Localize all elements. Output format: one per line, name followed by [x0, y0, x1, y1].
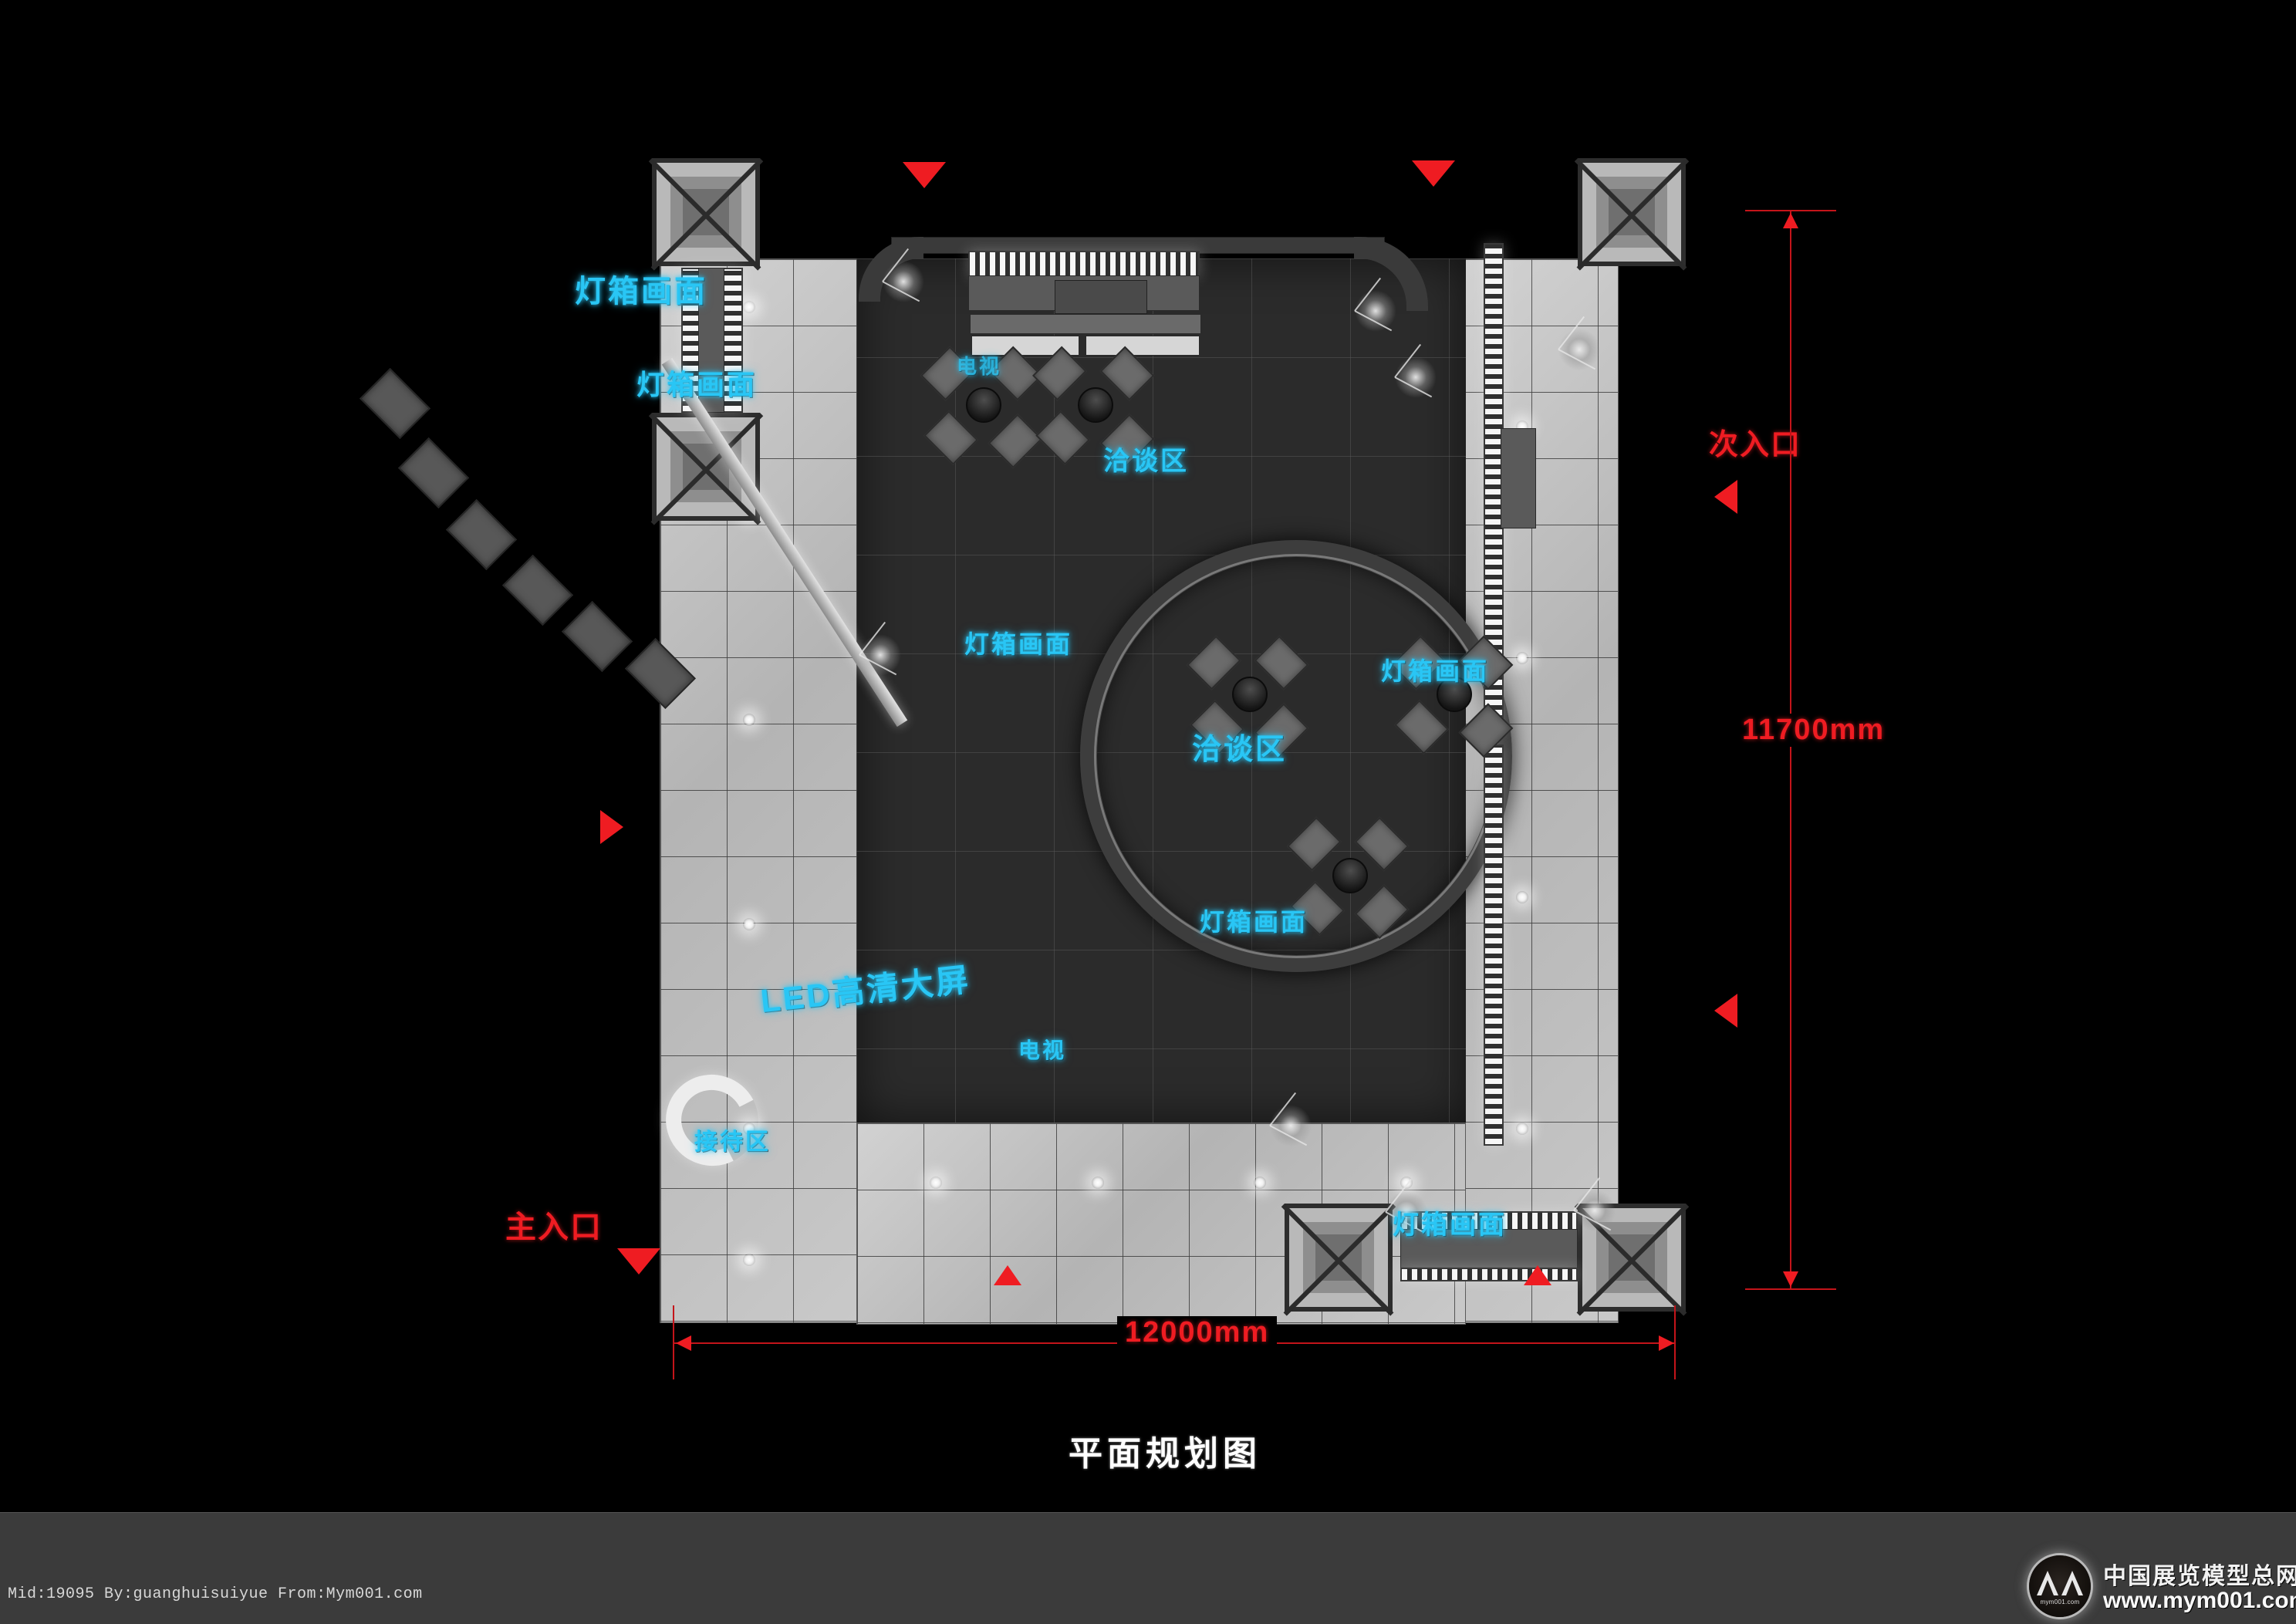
- label-lightbox-midright: 灯箱画面: [1381, 657, 1490, 685]
- pyramid-tower-bottom-right: [1578, 1204, 1686, 1312]
- pyramid-tower-top-left: [652, 158, 760, 266]
- led-screen-segment: [360, 368, 430, 439]
- ceiling-spot: [743, 714, 755, 726]
- coffee-table-top: [1055, 280, 1147, 314]
- direction-marker-right-lower: [1714, 994, 1737, 1028]
- direction-marker-left: [600, 810, 623, 844]
- led-screen-segment: [502, 555, 573, 626]
- dim-tick-horizontal-right: [1674, 1305, 1676, 1379]
- entrance-marker-main: [617, 1248, 660, 1275]
- ceiling-spot: [1516, 891, 1528, 903]
- dim-arrow-vertical-bottom: [1783, 1271, 1798, 1287]
- led-screen-segment: [446, 499, 517, 570]
- sofa-back-top: [970, 314, 1201, 334]
- label-reception: 接待区: [694, 1129, 771, 1155]
- footer-strip: [0, 1513, 2296, 1624]
- dim-tick-vertical-top: [1745, 210, 1836, 211]
- watermark-logo[interactable]: mym001.com 中国展览模型总网 www.mym001.com: [2029, 1552, 2296, 1620]
- dim-line-vertical: [1790, 210, 1791, 1290]
- direction-marker-top-right: [1412, 160, 1455, 187]
- dim-tick-horizontal-left: [673, 1305, 674, 1379]
- plant-icon: [1558, 328, 1601, 371]
- label-lightbox-top: 灯箱画面: [575, 275, 707, 309]
- dim-tick-vertical-bottom: [1745, 1288, 1836, 1290]
- footer-divider: [0, 1512, 2296, 1513]
- direction-marker-top-left: [903, 162, 946, 188]
- label-lightbox-bottom: 灯箱画面: [1393, 1210, 1507, 1240]
- pyramid-tower-bottom-mid: [1285, 1204, 1393, 1312]
- ceiling-spot: [1092, 1177, 1104, 1189]
- watermark-site-name: 中国展览模型总网: [2103, 1564, 2296, 1589]
- ceiling-spot: [743, 301, 755, 313]
- plant-icon: [1269, 1104, 1312, 1147]
- label-main-entrance: 主入口: [505, 1210, 603, 1244]
- label-lightbox-left: 灯箱画面: [636, 369, 758, 400]
- ceiling-spot: [743, 918, 755, 930]
- lightbox-panel-right-low: [1484, 744, 1504, 1146]
- plant-icon: [882, 260, 925, 303]
- dimension-width-label: 12000mm: [1117, 1316, 1278, 1349]
- label-lightbox-midleft: 灯箱画面: [964, 630, 1073, 658]
- lightbox-face-bottom: [1400, 1229, 1578, 1269]
- ceiling-spot: [1516, 1123, 1528, 1135]
- footer-credit: Mid:19095 By:guanghuisuiyue From:Mym001.…: [8, 1585, 423, 1603]
- ceiling-spot: [743, 1123, 755, 1135]
- dimension-height-label: 11700mm: [1737, 714, 1890, 747]
- label-tv-lower: 电视: [1018, 1038, 1067, 1062]
- label-tv-top: 电视: [957, 355, 1002, 378]
- label-meeting-top: 洽谈区: [1103, 447, 1189, 476]
- lightbox-face-right: [1501, 428, 1536, 528]
- dim-arrow-horizontal-left: [676, 1335, 691, 1351]
- booth-plan: [360, 158, 1709, 1325]
- ceiling-spot: [930, 1177, 942, 1189]
- lightbox-face-left: [698, 268, 724, 413]
- page-title: 平面规划图: [1069, 1435, 1261, 1473]
- sofa-seat-right: [1086, 336, 1200, 356]
- led-screen-segment: [398, 437, 469, 508]
- direction-marker-bottom-left: [994, 1265, 1021, 1285]
- ceiling-spot: [743, 1254, 755, 1266]
- ava-logo-icon: mym001.com: [2029, 1555, 2091, 1617]
- plant-icon: [1354, 289, 1397, 333]
- entrance-marker-right: [1714, 480, 1737, 514]
- ceiling-spot: [1254, 1177, 1266, 1189]
- watermark-site-url: www.mym001.com: [2103, 1588, 2296, 1613]
- ceiling-spot: [1516, 652, 1528, 664]
- pyramid-tower-top-right: [1578, 158, 1686, 266]
- plant-icon: [859, 633, 902, 677]
- direction-marker-bottom-right: [1524, 1265, 1551, 1285]
- label-meeting-center: 洽谈区: [1192, 734, 1288, 766]
- label-lightbox-lower: 灯箱画面: [1200, 908, 1308, 936]
- led-screen-segment: [562, 601, 633, 672]
- dim-arrow-vertical-top: [1783, 213, 1798, 228]
- dim-arrow-horizontal-right: [1659, 1335, 1674, 1351]
- plant-icon: [1385, 1190, 1428, 1234]
- plant-icon: [1573, 1189, 1616, 1232]
- plant-icon: [1394, 356, 1437, 399]
- label-secondary-entrance: 次入口: [1709, 429, 1802, 461]
- lightbox-panel-top: [968, 251, 1200, 277]
- logo-micro-text: mym001.com: [2040, 1599, 2080, 1605]
